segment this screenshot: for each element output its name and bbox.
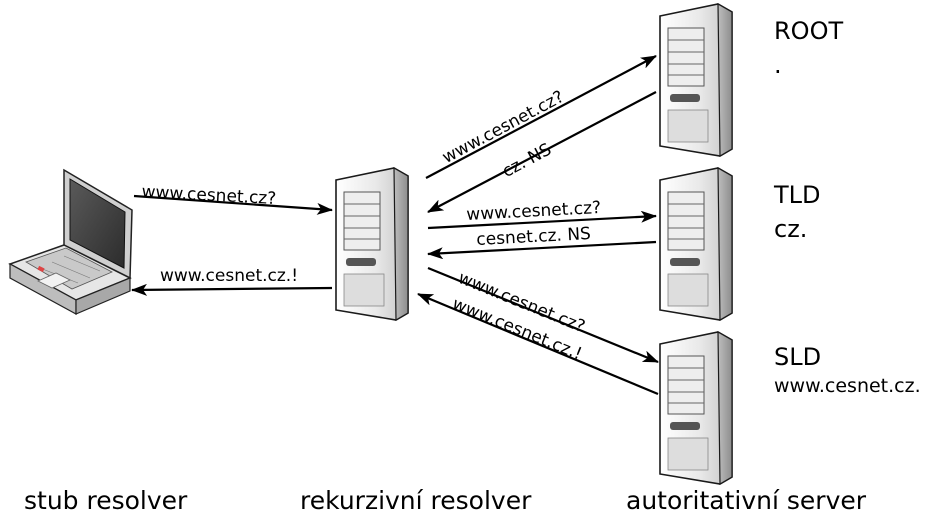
- root-server-icon: [659, 3, 733, 157]
- arrow-stub-query: [133, 194, 333, 215]
- caption-stub-resolver: stub resolver: [24, 486, 188, 515]
- sld-name: SLD: [774, 343, 822, 371]
- label-stub-answer: www.cesnet.cz.!: [160, 266, 299, 286]
- arrow-sld-answer: [417, 292, 659, 396]
- tld-server-icon: [659, 167, 733, 321]
- caption-authoritative-server: autoritativní server: [626, 486, 867, 515]
- tld-zone: cz.: [774, 215, 808, 243]
- arrow-tld-referral: [427, 240, 657, 260]
- arrow-root-referral: [427, 91, 657, 213]
- root-name: ROOT: [774, 17, 844, 45]
- arrow-root-query: [425, 55, 657, 179]
- arrow-tld-query: [427, 210, 657, 230]
- sld-server-icon: [659, 331, 733, 485]
- arrow-stub-answer: [131, 283, 333, 296]
- laptop-icon: [8, 168, 133, 316]
- sld-zone: www.cesnet.cz.: [774, 375, 921, 397]
- root-zone: .: [774, 51, 782, 79]
- arrow-sld-query: [427, 266, 659, 364]
- tld-name: TLD: [774, 181, 821, 209]
- caption-recursive-resolver: rekurzivní resolver: [300, 486, 532, 515]
- recursive-server-icon: [335, 167, 409, 321]
